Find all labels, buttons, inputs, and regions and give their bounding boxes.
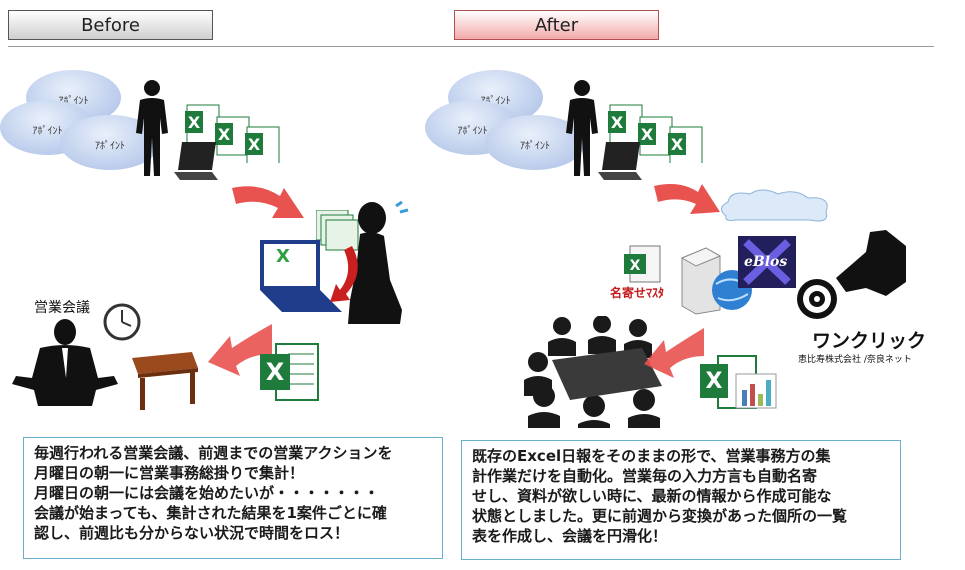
businessman-icon xyxy=(12,319,118,406)
svg-text:X: X xyxy=(266,358,285,386)
svg-text:X: X xyxy=(630,258,641,274)
caption-line: 毎週行われる営業会議、前週までの営業アクションを xyxy=(34,444,393,462)
svg-text:X: X xyxy=(276,246,290,267)
caption-line: 既存のExcel日報をそのままの形で、営業事務方の集 xyxy=(472,447,831,465)
cloud-label: ｱﾎﾟｲﾝﾄ xyxy=(95,141,125,152)
excel-icon: X xyxy=(260,343,319,401)
caption-line: 状態としました。更に前週から変換があった個所の一覧 xyxy=(472,507,848,525)
oneclick-label: ワンクリック xyxy=(812,330,927,352)
laptop-excel-icon: X xyxy=(260,240,342,312)
arrow-icon xyxy=(208,324,272,376)
svg-text:X: X xyxy=(188,113,201,132)
before-caption: 毎週行われる営業会議、前週までの営業アクションを 月曜日の朝一に営業事務総掛りで… xyxy=(23,437,443,559)
svg-text:X: X xyxy=(611,113,624,132)
worker-icon xyxy=(348,200,409,324)
meeting-group-icon xyxy=(524,316,662,428)
arrow-icon xyxy=(644,328,704,378)
header-divider xyxy=(8,46,934,47)
arrow-icon xyxy=(654,184,720,214)
salesperson-icon xyxy=(566,80,598,176)
appointment-cloud: ｱﾎﾟｲﾝﾄ xyxy=(60,115,160,170)
clock-icon xyxy=(103,303,141,341)
svg-text:X: X xyxy=(218,125,231,144)
excel-chart-icon: X xyxy=(700,355,777,409)
tab-after: After xyxy=(454,10,659,40)
caption-line: せし、資料が欲しい時に、最新の情報から作成可能な xyxy=(472,487,832,505)
svg-text:X: X xyxy=(671,135,684,154)
cloud-label: ｱﾎﾟｲﾝﾄ xyxy=(58,96,89,107)
cloud-label: ｱﾎﾟｲﾝﾄ xyxy=(520,141,550,152)
laptop-icon xyxy=(174,142,218,180)
cloud-label: ｱﾎﾟｲﾝﾄ xyxy=(32,126,63,137)
master-sheet-icon: X xyxy=(624,245,661,283)
salesperson-icon xyxy=(136,80,168,176)
cloud-label: ｱﾎﾟｲﾝﾄ xyxy=(457,126,488,137)
excel-files-icon: X X X xyxy=(185,104,280,163)
table-icon xyxy=(132,352,198,410)
company-label: 恵比寿株式会社 /奈良ネット xyxy=(798,355,912,365)
caption-line: 月曜日の朝一には会議を始めたいが・・・・・・・ xyxy=(34,484,380,502)
cloud-service-icon xyxy=(721,189,828,222)
svg-text:X: X xyxy=(248,135,261,154)
cloud-label: ｱﾎﾟｲﾝﾄ xyxy=(480,96,511,107)
caption-line: 表を作成し、会議を円滑化！ xyxy=(472,527,668,545)
circular-arrow-icon xyxy=(330,246,358,302)
eblos-logo-icon xyxy=(738,236,796,288)
excel-files-icon: X X X xyxy=(608,104,703,163)
master-label: 名寄せﾏｽﾀ xyxy=(610,286,665,300)
excel-sheets-stack-icon xyxy=(316,210,359,251)
meeting-label: 営業会議 xyxy=(34,300,90,316)
target-icon xyxy=(797,279,837,319)
eblos-label: eBlos xyxy=(744,254,788,270)
tab-before: Before xyxy=(8,10,213,40)
caption-line: 月曜日の朝一に営業事務総掛りで集計！ xyxy=(34,464,305,482)
pointing-hand-icon xyxy=(836,230,906,296)
after-caption: 既存のExcel日報をそのままの形で、営業事務方の集 計作業だけを自動化。営業毎… xyxy=(461,440,901,560)
caption-line: 計作業だけを自動化。営業毎の入力方言も自動名寄 xyxy=(472,467,818,485)
arrow-icon xyxy=(232,186,304,218)
caption-line: 会議が始まっても、集計された結果を1案件ごとに確 xyxy=(34,504,387,522)
laptop-icon xyxy=(598,142,642,180)
svg-text:X: X xyxy=(641,125,654,144)
caption-line: 認し、前週比も分からない状況で時間をロス！ xyxy=(34,524,350,542)
svg-text:X: X xyxy=(706,369,723,394)
